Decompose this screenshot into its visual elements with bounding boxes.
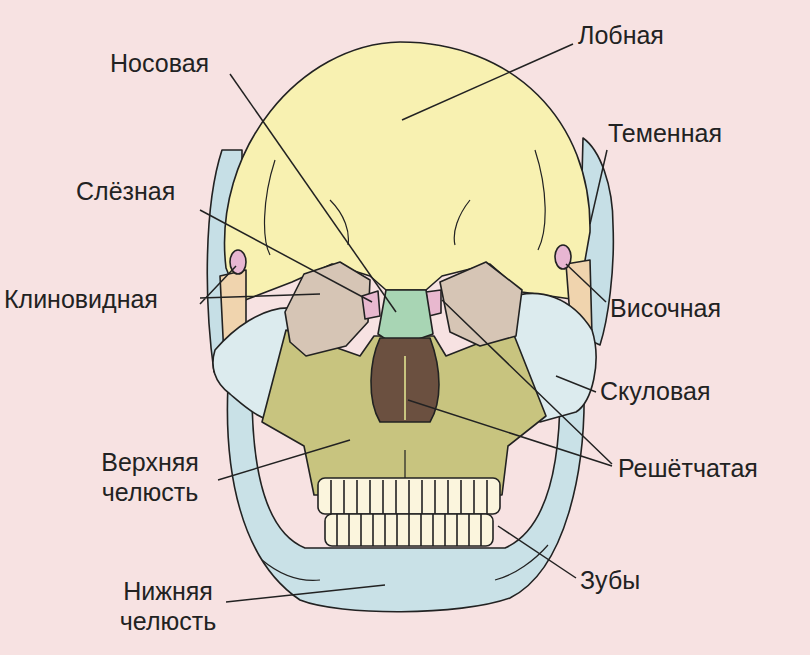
frontal-bone [225, 42, 591, 302]
leader-line [226, 585, 385, 602]
part-label: Нижняя челюсть [100, 576, 236, 636]
bone-suture [262, 150, 548, 580]
part-label: Зубы [580, 565, 640, 595]
lower-teeth [325, 514, 493, 546]
leader-line [230, 74, 396, 312]
part-label: Слёзная [76, 176, 175, 206]
teeth-gaps [337, 514, 481, 546]
leader-lines [200, 44, 612, 602]
skull-drawing [207, 42, 613, 612]
leader-line [200, 210, 372, 302]
leader-line [566, 264, 606, 302]
part-label: Решётчатая [618, 453, 758, 483]
upper-teeth [318, 478, 500, 514]
ethmoid-bone [371, 338, 439, 422]
sphenoid-wing [555, 245, 571, 269]
leader-line [402, 44, 573, 120]
sphenoid-orbit [285, 262, 370, 356]
leader-line [218, 440, 350, 480]
part-label: Лобная [578, 20, 664, 50]
part-label: Носовая [110, 48, 209, 78]
part-label: Теменная [608, 118, 722, 148]
leader-line [200, 266, 320, 304]
teeth-gaps [331, 480, 487, 514]
part-label: Скуловая [600, 376, 710, 406]
leader-line [408, 300, 612, 466]
leader-line [590, 150, 607, 224]
lacrimal-bone [362, 291, 380, 319]
nasal-septum [404, 356, 406, 420]
part-label: Верхняя челюсть [82, 447, 218, 507]
sphenoid-orbit [440, 262, 522, 346]
leader-line [556, 376, 596, 392]
leader-line [498, 526, 576, 578]
part-label: Клиновидная [4, 284, 158, 314]
part-label: Височная [610, 293, 721, 323]
